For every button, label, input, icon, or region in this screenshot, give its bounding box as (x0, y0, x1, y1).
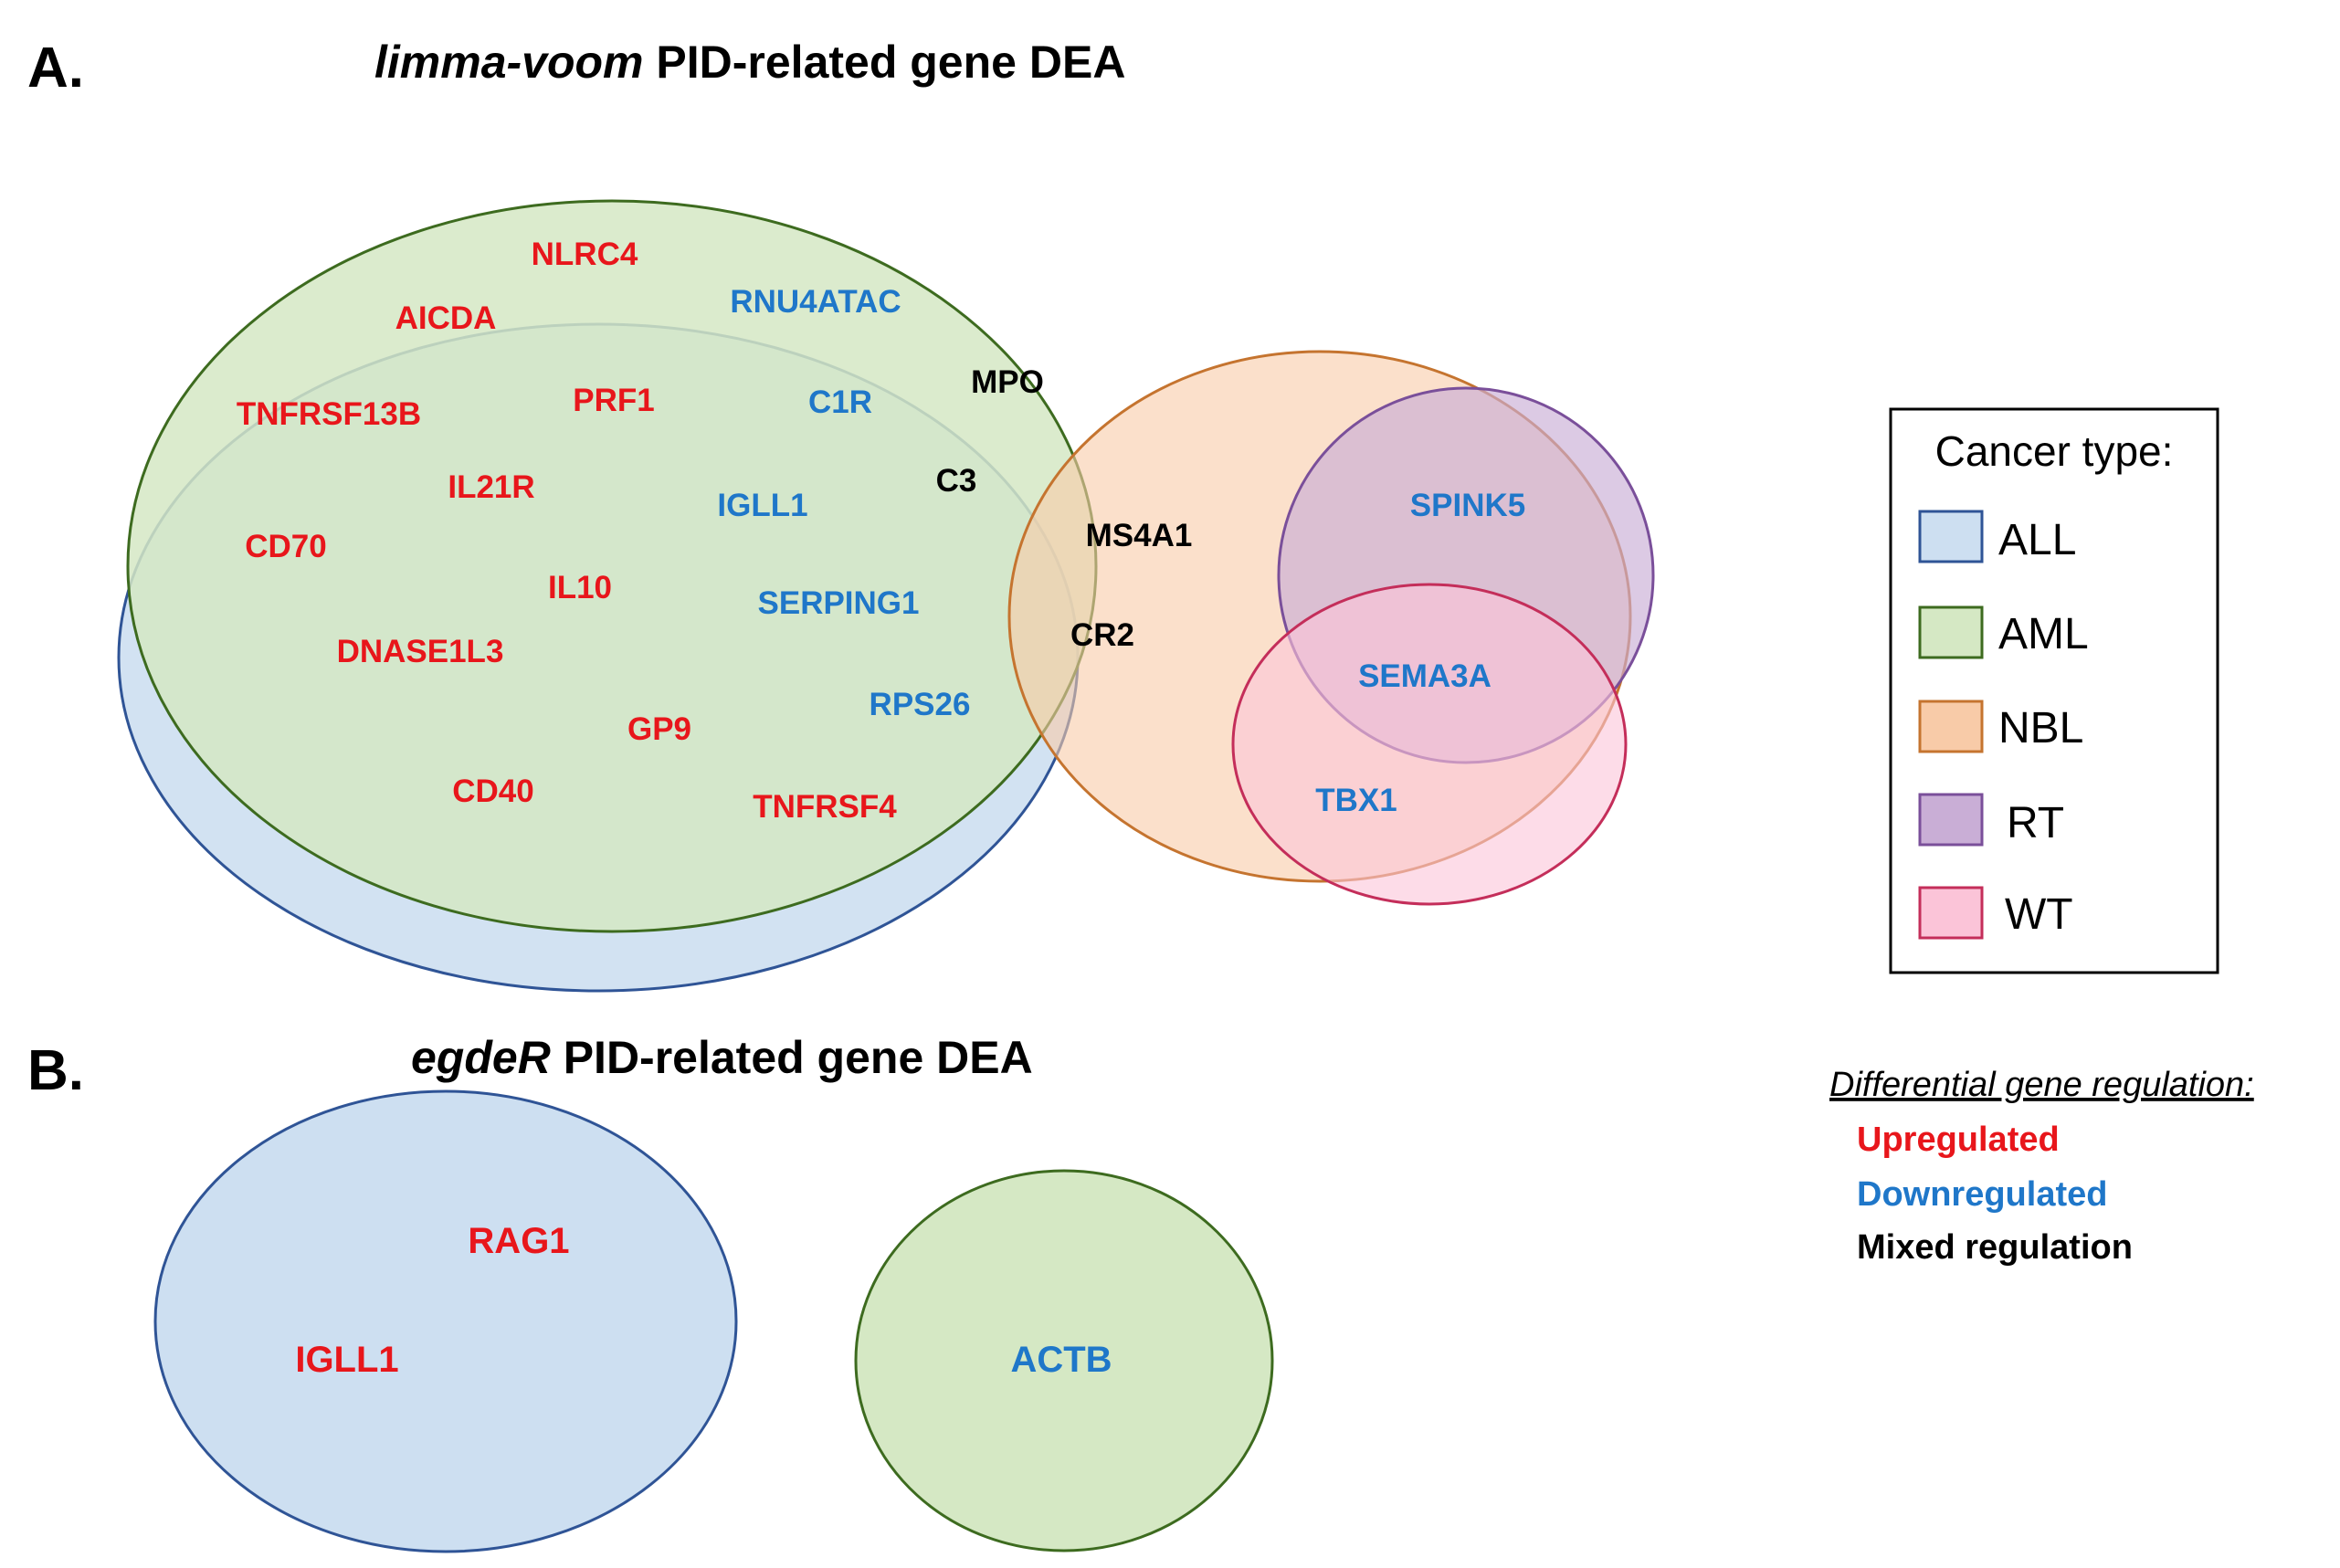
gene-label: SEMA3A (1358, 658, 1491, 694)
gene-label: DNASE1L3 (337, 634, 504, 669)
legend-label-aml: AML (1998, 610, 2089, 658)
gene-label: PRF1 (573, 383, 654, 418)
gene-label: SERPING1 (758, 585, 920, 621)
gene-label: TBX1 (1315, 783, 1397, 818)
gene-label: MS4A1 (1086, 518, 1193, 553)
legend-label-wt: WT (2005, 890, 2073, 939)
gene-label: IL21R (448, 469, 534, 505)
gene-label: TNFRSF4 (753, 789, 897, 825)
panel-a-gene-labels: NLRC4 AICDA RNU4ATAC TNFRSF13B PRF1 C1R … (237, 237, 1525, 825)
set-wt-ellipse (1231, 583, 1628, 906)
legend-title: Cancer type: (1935, 427, 2174, 475)
gene-label: CR2 (1070, 617, 1134, 653)
set-aml-ellipse-b (854, 1169, 1274, 1552)
set-aml-ellipse (126, 199, 1098, 933)
panel-a-title: limma-voom PID-related gene DEA (374, 37, 1125, 88)
legend-swatch-nbl (1918, 700, 1984, 753)
gene-label: MPO (971, 364, 1044, 400)
gene-label: RAG1 (468, 1221, 569, 1261)
gene-label: TNFRSF13B (237, 396, 421, 432)
legend-swatch-all (1918, 510, 1984, 563)
legend-swatch-rt (1918, 793, 1984, 847)
gene-label: CD70 (245, 529, 326, 564)
gene-label: C1R (808, 384, 872, 420)
panel-a-letter: A. (27, 37, 84, 100)
gene-label: GP9 (627, 711, 691, 747)
legend-label-all: ALL (1998, 516, 2076, 564)
gene-label: IL10 (548, 570, 612, 605)
set-all-ellipse-b (153, 1089, 738, 1553)
regulation-legend-mixed: Mixed regulation (1857, 1228, 2133, 1267)
panel-b-letter: B. (27, 1039, 84, 1102)
gene-label: RPS26 (870, 687, 971, 722)
gene-label: C3 (936, 463, 977, 499)
panel-b-title-rest: PID-related gene DEA (551, 1032, 1033, 1083)
regulation-legend-up: Upregulated (1857, 1121, 2060, 1159)
regulation-legend-heading: Differential gene regulation: (1829, 1066, 2254, 1104)
gene-label: IGLL1 (295, 1340, 398, 1380)
cancer-type-legend (1889, 407, 2219, 974)
panel-a-title-method: limma-voom (374, 37, 644, 88)
gene-label: NLRC4 (532, 237, 638, 272)
legend-label-nbl: NBL (1998, 704, 2083, 752)
panel-b-title: egdeR PID-related gene DEA (411, 1032, 1033, 1083)
gene-label: RNU4ATAC (730, 284, 901, 320)
gene-label: CD40 (452, 773, 533, 809)
gene-label: IGLL1 (717, 488, 807, 523)
gene-label: ACTB (1010, 1340, 1112, 1380)
legend-items: ALL AML NBL RT WT (1918, 510, 2089, 940)
panel-a-title-rest: PID-related gene DEA (644, 37, 1126, 88)
legend-swatch-wt (1918, 886, 1984, 940)
gene-label: AICDA (395, 300, 497, 336)
panel-b-title-method: egdeR (411, 1032, 551, 1083)
gene-label: SPINK5 (1410, 488, 1525, 523)
regulation-legend-down: Downregulated (1857, 1175, 2107, 1214)
legend-swatch-aml (1918, 605, 1984, 659)
panel-b-gene-labels: RAG1 IGLL1 ACTB (295, 1221, 1112, 1380)
legend-label-rt: RT (2007, 799, 2064, 847)
